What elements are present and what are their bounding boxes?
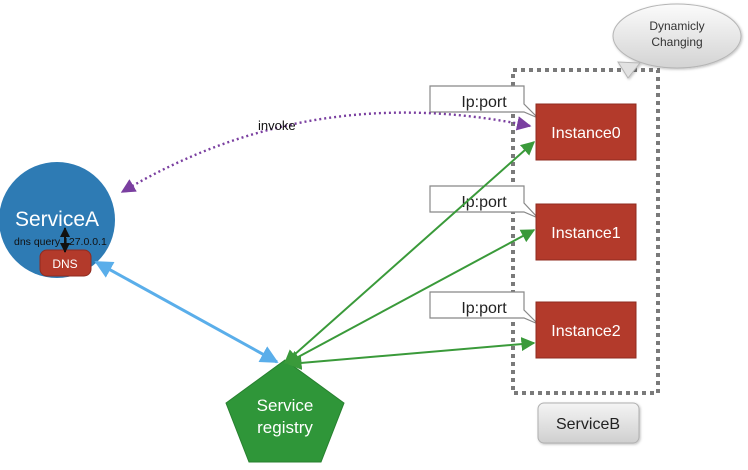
service-b-label-box: [537, 402, 640, 444]
registry-to-instance-0-edge: [283, 141, 536, 364]
ip-port-text-1: Ip:port: [461, 194, 507, 211]
instance-2-label: Instance2: [551, 323, 620, 340]
service-b-label: ServiceB: [556, 416, 620, 433]
instance-0-node[interactable]: Instance0: [535, 103, 637, 161]
registry-to-instance-2-edge: [287, 337, 536, 370]
instance-0-label: Instance0: [551, 125, 620, 142]
instance-1-node[interactable]: Instance1: [535, 203, 637, 261]
registry-label-line2: registry: [257, 418, 313, 437]
dns-query-label: dns query 127.0.0.1: [14, 236, 107, 248]
ip-port-label-0: Ip:port: [429, 85, 539, 119]
service-a-label: ServiceA: [15, 208, 99, 231]
callout-text-line2: Changing: [651, 35, 702, 49]
dns-label: DNS: [52, 257, 77, 271]
dns-node[interactable]: DNS: [39, 249, 92, 277]
ip-port-text-2: Ip:port: [461, 300, 507, 317]
callout-text-line1: Dynamicly: [649, 19, 704, 33]
dynamic-changing-callout: [612, 3, 742, 79]
ip-port-label-2: Ip:port: [429, 291, 539, 325]
registry-label-line1: Service: [257, 396, 314, 415]
service-registry-node[interactable]: Service registry: [225, 359, 345, 463]
instance-2-node[interactable]: Instance2: [535, 301, 637, 359]
invoke-edge: [120, 111, 532, 194]
invoke-label: invoke: [258, 118, 296, 133]
ip-port-label-1: Ip:port: [429, 185, 539, 219]
ip-port-text-0: Ip:port: [461, 94, 507, 111]
service-a-node[interactable]: ServiceA: [0, 162, 115, 278]
instance-1-label: Instance1: [551, 225, 620, 242]
dns-to-registry-edge: [94, 260, 279, 364]
service-b-boundary: [511, 68, 660, 395]
